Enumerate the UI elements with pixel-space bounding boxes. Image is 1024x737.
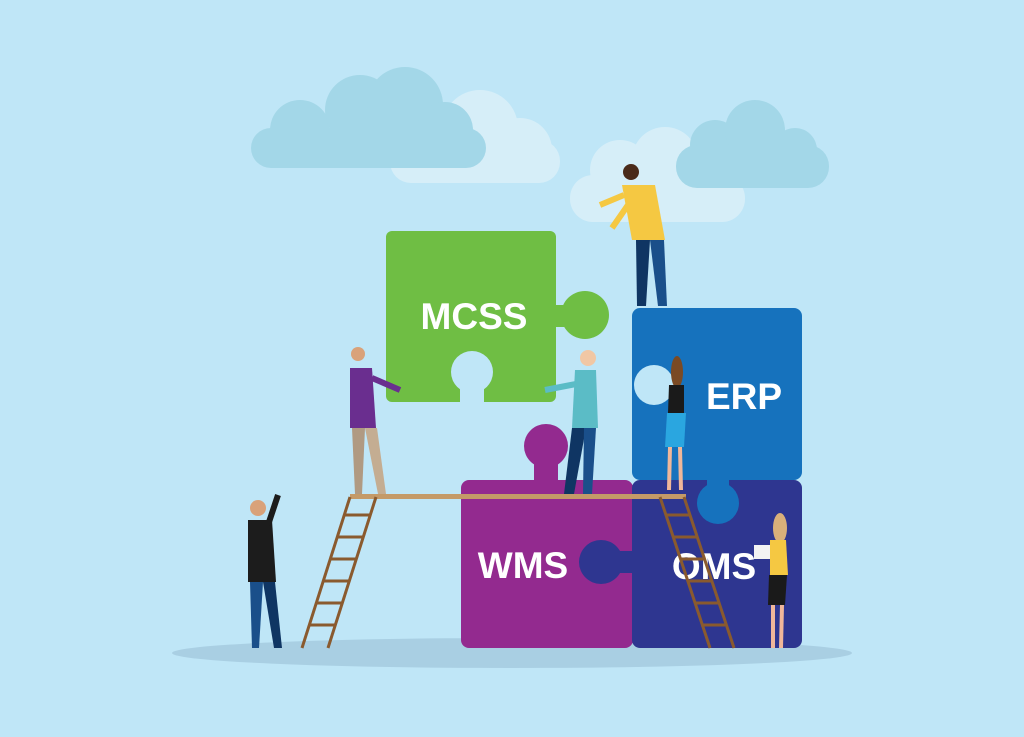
person-yellow-top (598, 164, 667, 306)
cloud-dark-right (676, 100, 829, 188)
cloud-dark-left (251, 67, 486, 168)
person-purple (350, 347, 402, 494)
ladder-left (300, 496, 378, 649)
puzzle-piece-oms (579, 480, 802, 648)
ladder-right (658, 496, 736, 649)
person-woman-blue-skirt (665, 356, 686, 491)
label-wms: WMS (478, 545, 568, 586)
person-teal (544, 350, 598, 494)
wooden-plank (350, 494, 686, 499)
label-oms: OMS (672, 546, 756, 587)
person-black-sweater (248, 494, 282, 648)
label-mcss: MCSS (421, 296, 528, 337)
person-woman-yellow (754, 513, 788, 649)
puzzle-piece-wms (461, 424, 633, 648)
label-erp: ERP (706, 376, 782, 417)
puzzle-piece-mcss (386, 231, 609, 403)
